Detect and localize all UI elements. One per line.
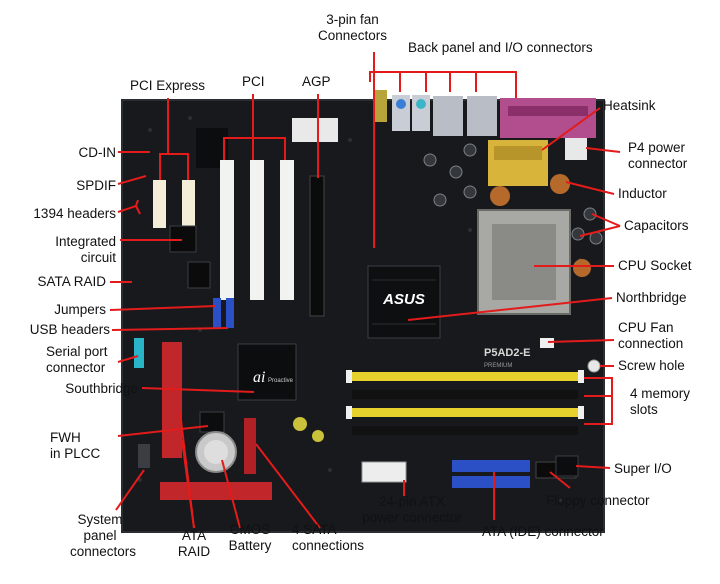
label-1394-headers: 1394 headers [33,206,116,221]
label-cd-in: CD-IN [78,145,117,160]
label-capacitors: Capacitors [624,218,689,233]
label-cpu-socket: CPU Socket [618,258,692,273]
ata-raid-connector [162,342,182,458]
ide-connector [452,460,530,472]
sata-connectors [244,418,256,474]
label-ata-raid: ATA RAID [177,528,211,559]
ai-logo-text: ai [253,369,265,386]
board-model-text: P5AD2-E [484,347,530,359]
label-pci-express: PCI Express [130,78,206,93]
jumper-block [213,298,221,328]
label-screw-hole: Screw hole [618,358,685,373]
label-sata-raid: SATA RAID [37,274,106,289]
label-spdif: SPDIF [76,178,116,193]
label-serial-port: Serial port connector [46,344,108,375]
northbridge-heatsink [367,265,441,339]
ata-raid-connector-bottom [160,482,272,500]
label-back-panel: Back panel and I/O connectors [408,40,593,55]
leader-lines [109,52,621,529]
label-northbridge: Northbridge [616,290,687,305]
integrated-circuit-chip [169,225,197,253]
atx-24pin-connector [361,461,407,483]
label-heatsink: Heatsink [603,98,656,113]
label-integrated-circuit: Integrated circuit [55,234,116,265]
label-fwh: FWH in PLCC [50,430,101,461]
audio-chip [187,261,211,289]
pci-slots [220,160,294,300]
super-io-chip [555,455,579,477]
label-agp: AGP [302,74,331,89]
label-sticker [292,118,338,142]
ai-sub-text: Proactive [268,378,294,384]
label-floppy: Floppy connector [546,493,650,508]
cmos-battery [195,431,237,473]
cpu-fan-header [540,338,554,348]
fwh-chip [199,411,225,433]
pci-express-slots [153,180,195,228]
caps-yellow [293,417,324,442]
label-usb-headers: USB headers [29,322,110,337]
label-super-io: Super I/O [614,461,672,476]
system-panel-header [138,444,150,468]
memory-slot-latches [346,370,584,419]
label-inductor: Inductor [618,186,667,201]
board-model-sub: PREMIUM [484,363,512,369]
capacitors [423,143,603,245]
label-pci: PCI [242,74,265,89]
label-memory-slots: 4 memory slots [630,386,691,417]
screw-hole [587,359,601,373]
agp-slot [309,175,325,317]
label-fan-connectors: 3-pin fan Connectors [318,12,388,43]
inductors [490,174,591,277]
back-panel-io [375,90,596,138]
cpu-socket [477,209,571,315]
serial-port-header [134,338,144,368]
label-24-pin-atx: 24-pin ATX power connector [362,494,462,525]
ide-connector-2 [452,476,530,488]
board-brand-text: ASUS [382,291,425,308]
label-p4-power: P4 power connector [628,140,688,171]
memory-slots [352,372,578,435]
p4-power-connector [565,138,587,160]
heatsink [488,140,548,186]
label-system-panel: System panel connectors [70,512,137,559]
usb-header-block [226,298,234,328]
southbridge [237,343,297,401]
label-4-sata: 4 SATA connections [292,522,365,553]
label-southbridge: Southbridge [65,381,138,396]
label-ata-ide: ATA (IDE) connector [482,524,604,539]
label-jumpers: Jumpers [54,302,106,317]
label-cpu-fan: CPU Fan connection [618,320,684,351]
label-cmos: CMOS Battery [228,522,272,553]
